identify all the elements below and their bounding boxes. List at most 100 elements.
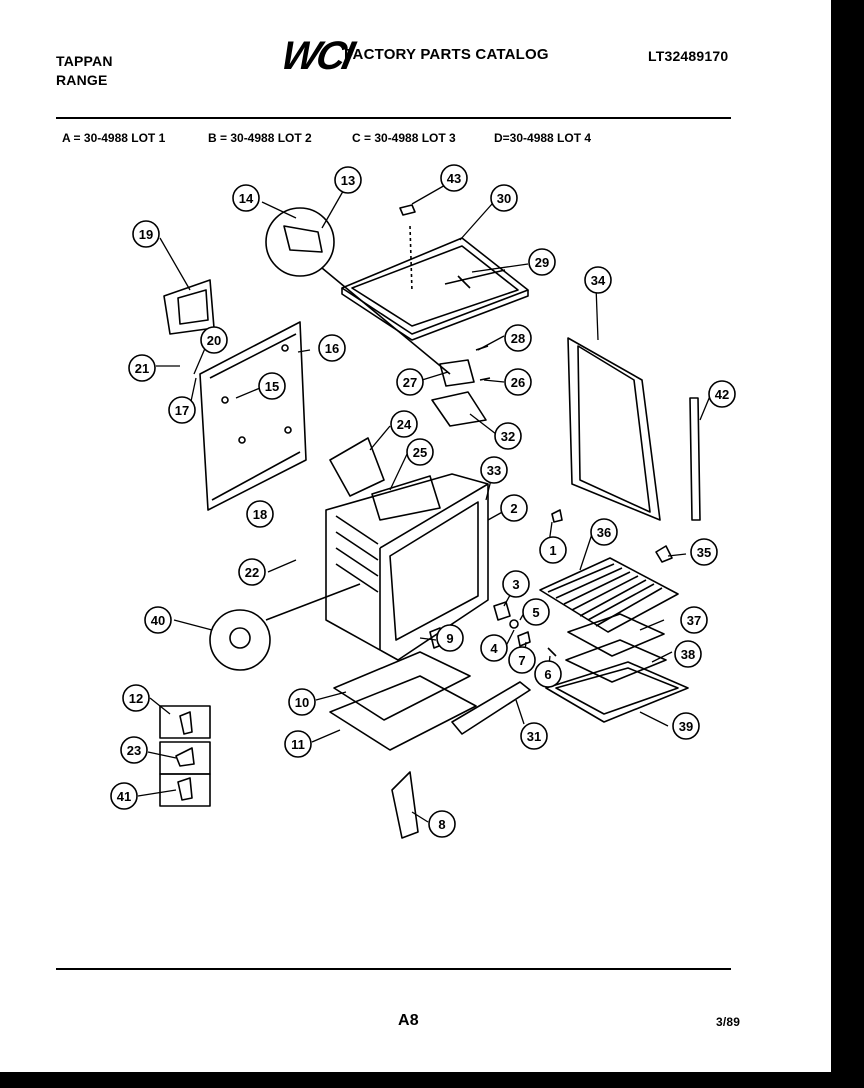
svg-text:37: 37 [687,613,701,628]
callout-40: 40 [144,606,172,634]
svg-text:43: 43 [447,171,461,186]
brand-name: TAPPAN [56,53,113,69]
callout-14: 14 [232,184,260,212]
callout-1: 1 [539,536,567,564]
catalog-title: FACTORY PARTS CATALOG [344,46,549,63]
detail-magnifier-bottom [209,609,271,671]
callout-17: 17 [168,396,196,424]
svg-text:30: 30 [497,191,511,206]
svg-text:31: 31 [527,729,541,744]
svg-text:11: 11 [291,737,305,752]
callout-11: 11 [284,730,312,758]
callout-19: 19 [132,220,160,248]
callout-12: 12 [122,684,150,712]
svg-text:17: 17 [175,403,189,418]
callout-5: 5 [522,598,550,626]
revision-date: 3/89 [716,1015,741,1029]
svg-text:6: 6 [544,667,551,682]
rack-part [539,557,689,723]
scan-border-right [831,0,864,1088]
callout-41: 41 [110,782,138,810]
svg-text:28: 28 [511,331,525,346]
exploded-parts-diagram: 1 2 3 4 5 6 7 8 9 10 11 12 13 14 15 16 1… [110,164,736,839]
svg-text:2: 2 [510,501,517,516]
svg-text:5: 5 [532,605,539,620]
svg-text:40: 40 [151,613,165,628]
callout-2: 2 [500,494,528,522]
lot-c: C = 30-4988 LOT 3 [352,131,456,145]
callout-29: 29 [528,248,556,276]
callout-6: 6 [534,660,562,688]
lot-a: A = 30-4988 LOT 1 [62,131,166,145]
svg-text:38: 38 [681,647,695,662]
leader-lines [137,179,711,823]
svg-text:27: 27 [403,375,417,390]
svg-text:16: 16 [325,341,339,356]
callout-43: 43 [440,164,468,192]
svg-text:19: 19 [139,227,153,242]
callout-30: 30 [490,184,518,212]
callout-31: 31 [520,722,548,750]
callout-42: 42 [708,380,736,408]
callout-9: 9 [436,624,464,652]
drawer-part [329,651,531,839]
callout-22: 22 [238,558,266,586]
callout-24: 24 [390,410,418,438]
svg-text:41: 41 [117,789,131,804]
callout-27: 27 [396,368,424,396]
callout-3: 3 [502,570,530,598]
svg-text:26: 26 [511,375,525,390]
callout-39: 39 [672,712,700,740]
cooktop-part [341,204,529,341]
small-parts [159,509,673,807]
manifold-part [431,345,491,427]
callout-18: 18 [246,500,274,528]
svg-text:32: 32 [501,429,515,444]
svg-text:12: 12 [129,691,143,706]
svg-text:23: 23 [127,743,141,758]
svg-text:20: 20 [207,333,221,348]
callout-13: 13 [334,166,362,194]
callout-34: 34 [584,266,612,294]
lot-b: B = 30-4988 LOT 2 [208,131,312,145]
svg-text:24: 24 [397,417,412,432]
svg-text:18: 18 [253,507,267,522]
callout-16: 16 [318,334,346,362]
svg-text:29: 29 [535,255,549,270]
svg-text:34: 34 [591,273,606,288]
product-type: RANGE [56,72,108,88]
door-assembly-part [567,337,701,521]
footer-rule [56,968,731,970]
svg-text:35: 35 [697,545,711,560]
callout-37: 37 [680,606,708,634]
svg-text:22: 22 [245,565,259,580]
callout-21: 21 [128,354,156,382]
side-panel-part [163,279,307,511]
header-rule [56,117,731,119]
svg-text:21: 21 [135,361,149,376]
callout-32: 32 [494,422,522,450]
svg-text:10: 10 [295,695,309,710]
callout-36: 36 [590,518,618,546]
brand-label: TAPPAN RANGE [56,52,113,90]
page-number: A8 [398,1012,419,1029]
callout-8: 8 [428,810,456,838]
svg-text:13: 13 [341,173,355,188]
svg-text:1: 1 [549,543,556,558]
lot-d: D=30-4988 LOT 4 [494,131,592,145]
callout-4: 4 [480,634,508,662]
svg-text:39: 39 [679,719,693,734]
svg-text:15: 15 [265,379,279,394]
svg-text:7: 7 [518,653,525,668]
svg-text:42: 42 [715,387,729,402]
callout-33: 33 [480,456,508,484]
detail-magnifier-top [265,207,335,277]
model-number: LT32489170 [648,48,729,64]
callout-7: 7 [508,646,536,674]
svg-text:4: 4 [490,641,498,656]
scan-border-bottom [0,1072,864,1088]
callout-25: 25 [406,438,434,466]
callout-markers: 1 2 3 4 5 6 7 8 9 10 11 12 13 14 15 16 1… [110,164,736,838]
callout-15: 15 [258,372,286,400]
callout-20: 20 [200,326,228,354]
